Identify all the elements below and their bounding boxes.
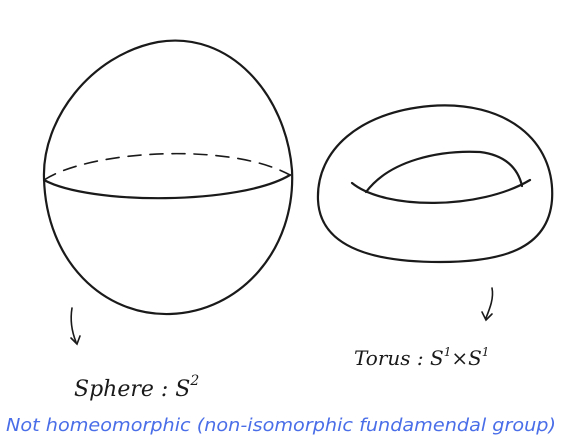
sphere-pointer-arrow	[71, 308, 76, 342]
torus-hole-lower	[352, 180, 530, 203]
torus-label: Torus : S1×S1	[354, 345, 489, 370]
torus-hole-upper	[366, 152, 522, 192]
caption-text: Not homeomorphic (non-isomorphic fundame…	[6, 415, 556, 436]
sphere-label: Sphere : S2	[74, 373, 199, 402]
torus-drawing	[318, 105, 552, 320]
sphere-outline	[44, 41, 292, 314]
sphere-drawing	[44, 41, 292, 344]
sphere-equator-back	[44, 154, 290, 180]
sphere-equator-front	[44, 175, 290, 198]
